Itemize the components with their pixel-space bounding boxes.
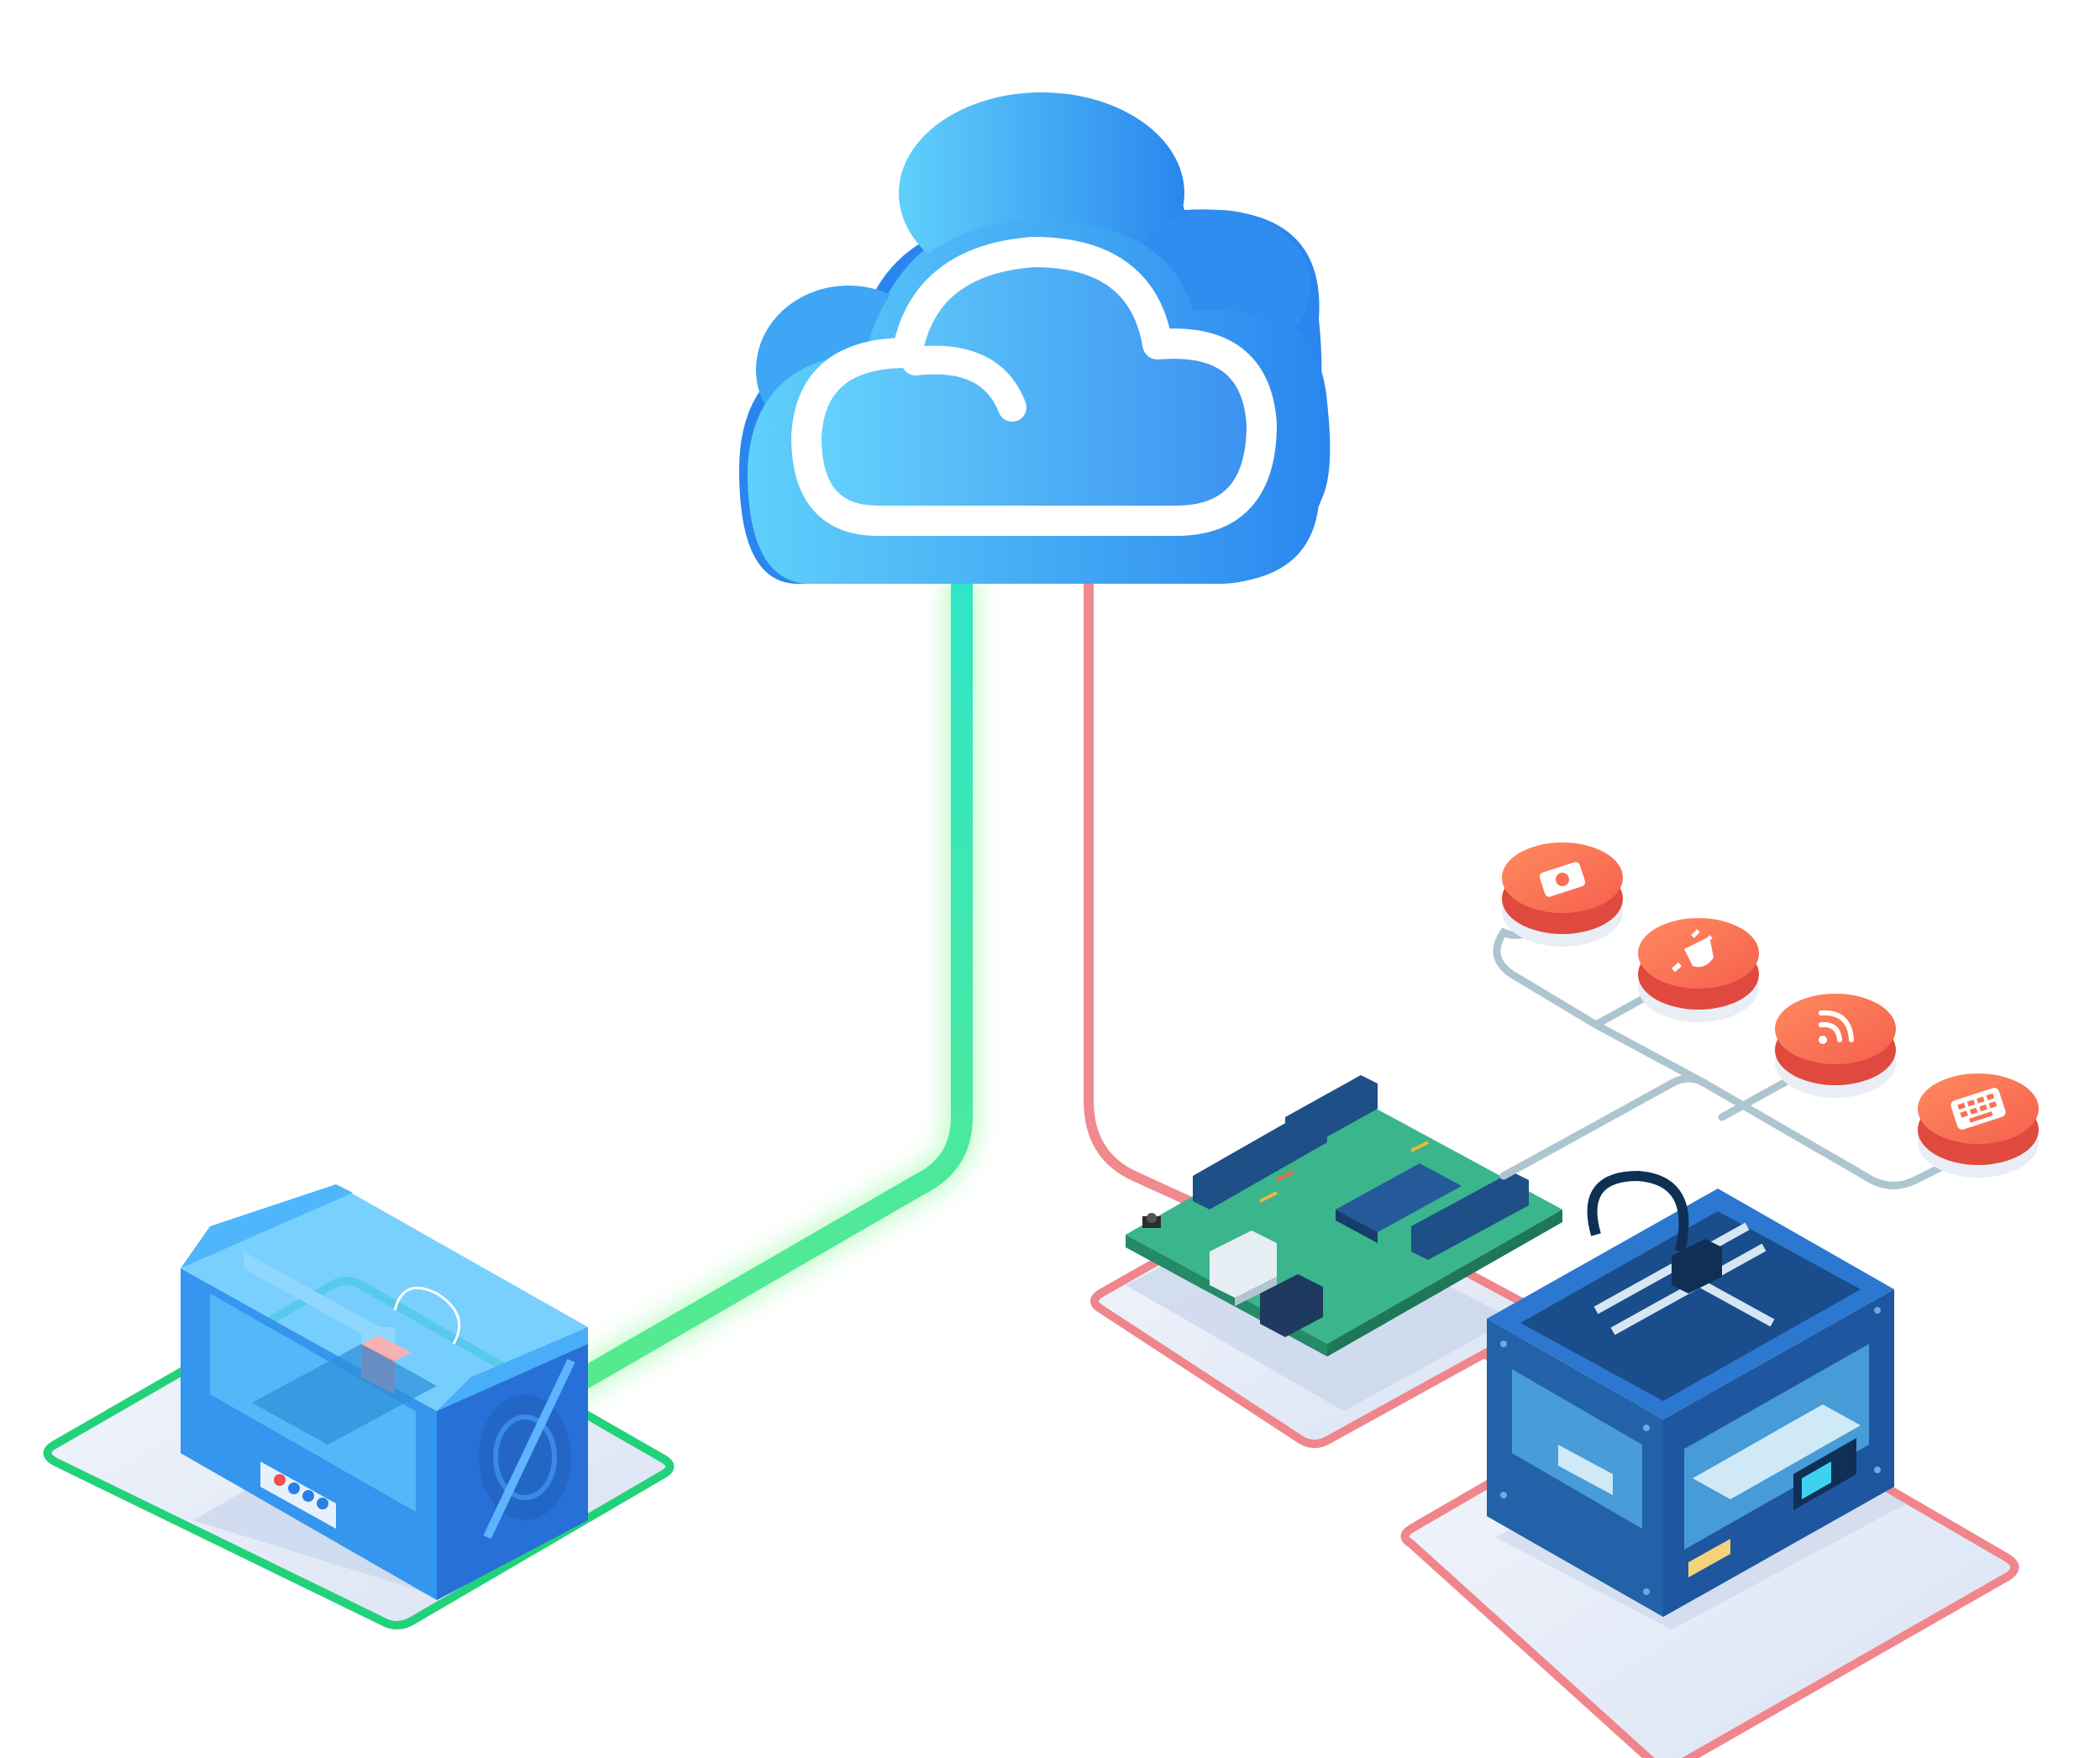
keypad-icon [1950,1088,2006,1130]
power-plug-icon [1672,929,1714,973]
peripheral-wifi [1775,994,1896,1098]
link-cloud-to-online-printer [531,569,979,1418]
peripheral-power [1638,918,1759,1022]
cloud-node [739,92,1331,584]
peripheral-keypad [1918,1073,2039,1178]
offline-3d-printer [1487,1170,1907,1629]
microcontroller-board [1126,1075,1562,1411]
online-3d-printer [181,1184,588,1600]
cloud-icon [791,237,1277,536]
camera-icon [1539,862,1586,897]
wifi-icon [1819,1010,1854,1044]
peripheral-camera [1502,842,1623,947]
